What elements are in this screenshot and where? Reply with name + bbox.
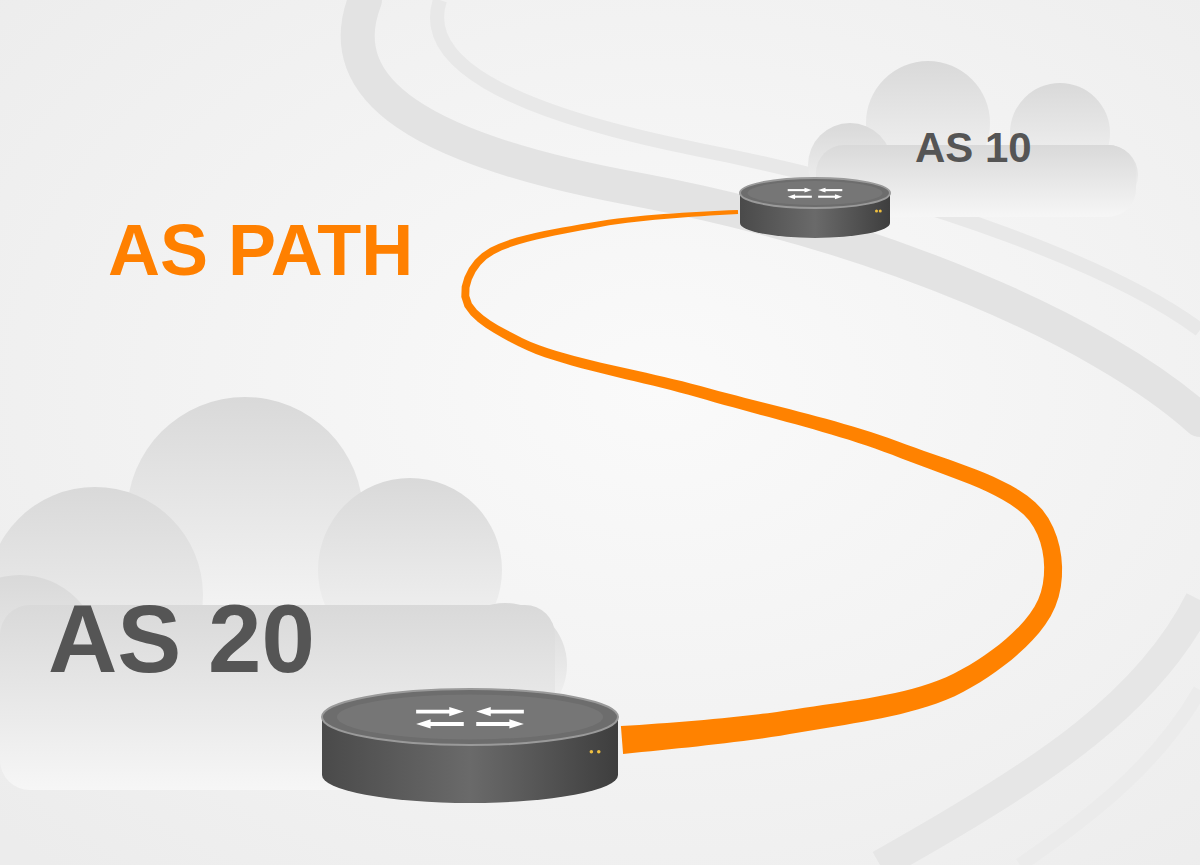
router-arrowhead — [805, 188, 812, 193]
router-arrowhead — [416, 719, 431, 728]
router-arrowhead — [818, 188, 825, 193]
router-arrowhead — [509, 719, 524, 728]
router-led — [879, 210, 882, 213]
as-label: AS 20 — [48, 591, 315, 687]
router-top-inner — [748, 181, 883, 205]
router-led — [875, 210, 878, 213]
as-cloud: AS 10 — [738, 45, 1140, 240]
router — [322, 689, 618, 803]
router — [740, 178, 890, 238]
background-swoosh — [358, 0, 1200, 420]
router-arrowhead — [835, 194, 842, 199]
as-label: AS 10 — [915, 127, 1032, 169]
router-led — [590, 750, 594, 754]
background-swoosh — [1020, 690, 1200, 865]
router-led — [597, 750, 601, 754]
edge-label: AS PATH — [108, 214, 413, 286]
as-cloud: AS 20 — [0, 395, 622, 805]
background-swoosh — [437, 0, 1200, 330]
router-top-inner — [337, 695, 603, 740]
router-arrowhead — [788, 194, 795, 199]
router-top — [740, 178, 890, 208]
router-arrowhead — [449, 707, 464, 716]
router-top — [322, 689, 618, 745]
background-swoosh — [880, 600, 1200, 865]
router-arrowhead — [476, 707, 491, 716]
